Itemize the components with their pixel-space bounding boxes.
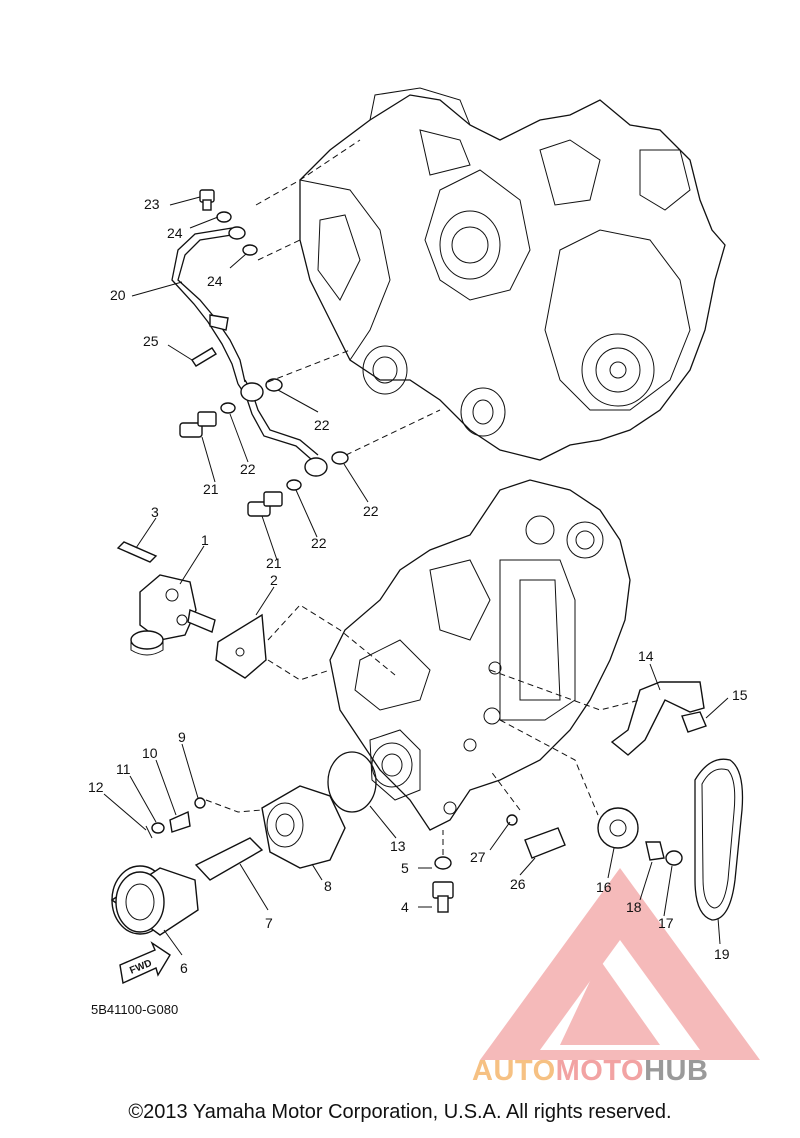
callout-22-right: 22 [363,503,379,519]
callout-6: 6 [180,960,188,976]
watermark-text: AUTOMOTOHUB [472,1055,708,1088]
callout-10: 10 [142,745,158,761]
diagram-code: 5B41100-G080 [91,1002,178,1017]
callout-3: 3 [151,504,159,520]
callout-22-upper: 22 [314,417,330,433]
callout-17: 17 [658,915,674,931]
callout-22-middle: 22 [311,535,327,551]
leader-lines [103,196,729,956]
watermark-logo [480,868,760,1060]
callout-5: 5 [401,860,409,876]
callout-21-left: 21 [203,481,219,497]
watermark-part-moto: MOTO [555,1055,645,1087]
callout-16: 16 [596,879,612,895]
callout-25: 25 [143,333,159,349]
pump-drive-group [489,669,744,921]
callout-8: 8 [324,878,332,894]
callout-19: 19 [714,946,730,962]
callout-24-top: 24 [167,225,183,241]
callout-14: 14 [638,648,654,664]
oil-pipe-assembly [171,139,441,517]
callout-1: 1 [201,532,209,548]
callout-11: 11 [116,761,131,777]
oil-filter-group [110,751,566,985]
oil-pump-group [116,541,396,681]
watermark-part-hub: HUB [644,1055,709,1087]
callout-27: 27 [470,849,486,865]
callout-23: 23 [144,196,160,212]
callout-9: 9 [178,729,186,745]
callout-24-bottom: 24 [207,273,223,289]
callout-7: 7 [265,915,273,931]
callout-18: 18 [626,899,642,915]
callout-labels: 23 24 24 20 25 22 22 21 22 22 21 3 1 2 1… [88,196,748,1017]
engine-upper [299,87,726,461]
callout-22-left: 22 [240,461,256,477]
copyright-notice: ©2013 Yamaha Motor Corporation, U.S.A. A… [128,1101,672,1123]
callout-4: 4 [401,899,409,915]
callout-13: 13 [390,838,406,854]
callout-26: 26 [510,876,526,892]
callout-15: 15 [732,687,748,703]
callout-21-right: 21 [266,555,282,571]
callout-20: 20 [110,287,126,303]
callout-2: 2 [270,572,278,588]
callout-12: 12 [88,779,104,795]
watermark-part-auto: AUTO [472,1055,556,1087]
engine-lower [329,479,631,831]
